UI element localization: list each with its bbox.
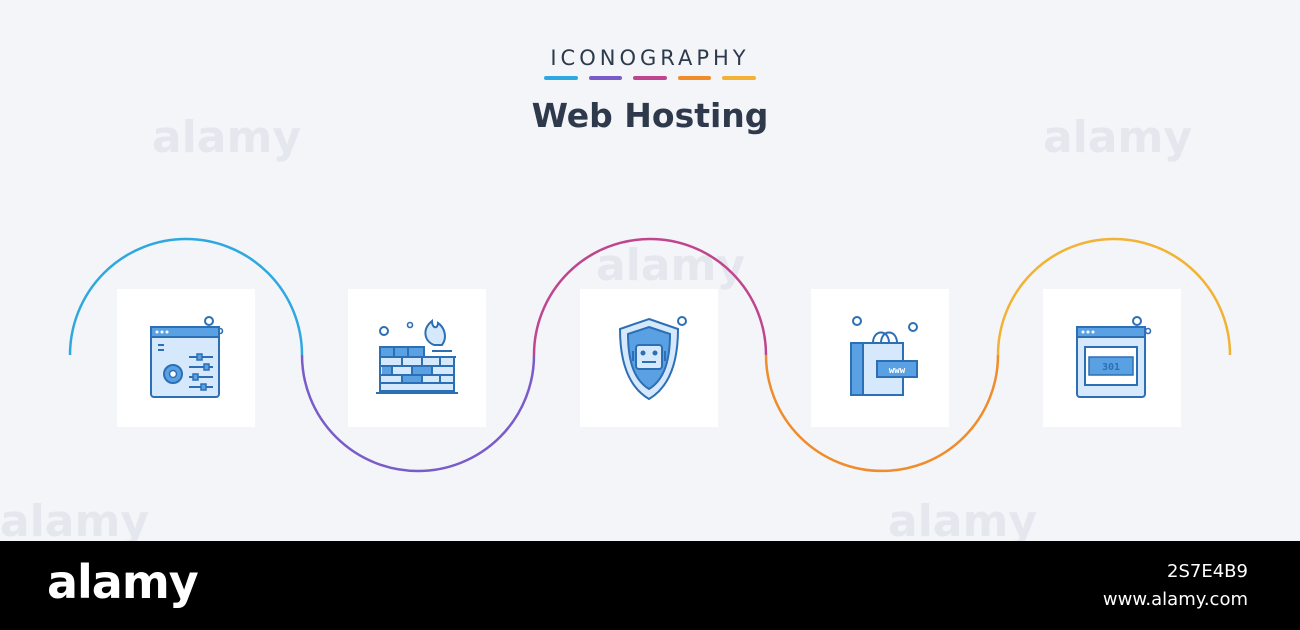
browser-settings-icon <box>150 316 224 398</box>
color-bar-yellow <box>722 76 756 80</box>
svg-text:www: www <box>889 366 906 376</box>
watermark: alamy <box>888 496 1037 547</box>
color-bar-magenta <box>633 76 667 80</box>
watermark: alamy <box>596 240 745 291</box>
color-bar-purple <box>588 76 623 80</box>
kicker-text: ICONOGRAPHY <box>550 46 750 70</box>
color-bar-blue <box>544 76 578 80</box>
color-bars <box>544 76 756 82</box>
watermark: alamy <box>152 112 301 163</box>
icon-card-robot-shield <box>580 289 718 427</box>
icon-card-shopping-bag-www: www <box>811 289 949 427</box>
page-title: Web Hosting <box>531 96 769 135</box>
brand-logo: alamy <box>47 555 199 609</box>
browser-301-icon: 301 <box>1076 316 1152 398</box>
watermark: alamy <box>0 496 149 547</box>
shopping-bag-www-icon: www <box>850 316 918 396</box>
footer-bar: alamy 2S7E4B9 www.alamy.com <box>0 541 1300 630</box>
robot-shield-icon <box>618 316 687 401</box>
image-id: 2S7E4B9 <box>1167 561 1248 582</box>
wave-line <box>68 237 1232 473</box>
site-url: www.alamy.com <box>1102 589 1248 610</box>
color-bar-orange <box>677 76 712 80</box>
icon-card-browser-301: 301 <box>1043 289 1181 427</box>
icon-card-browser-settings <box>117 289 255 427</box>
watermark: alamy <box>1043 112 1192 163</box>
firewall-icon <box>376 318 458 394</box>
icon-card-firewall <box>348 289 486 427</box>
header: ICONOGRAPHY Web Hosting <box>0 0 1300 160</box>
redirect-code-label: 301 <box>1102 362 1120 373</box>
